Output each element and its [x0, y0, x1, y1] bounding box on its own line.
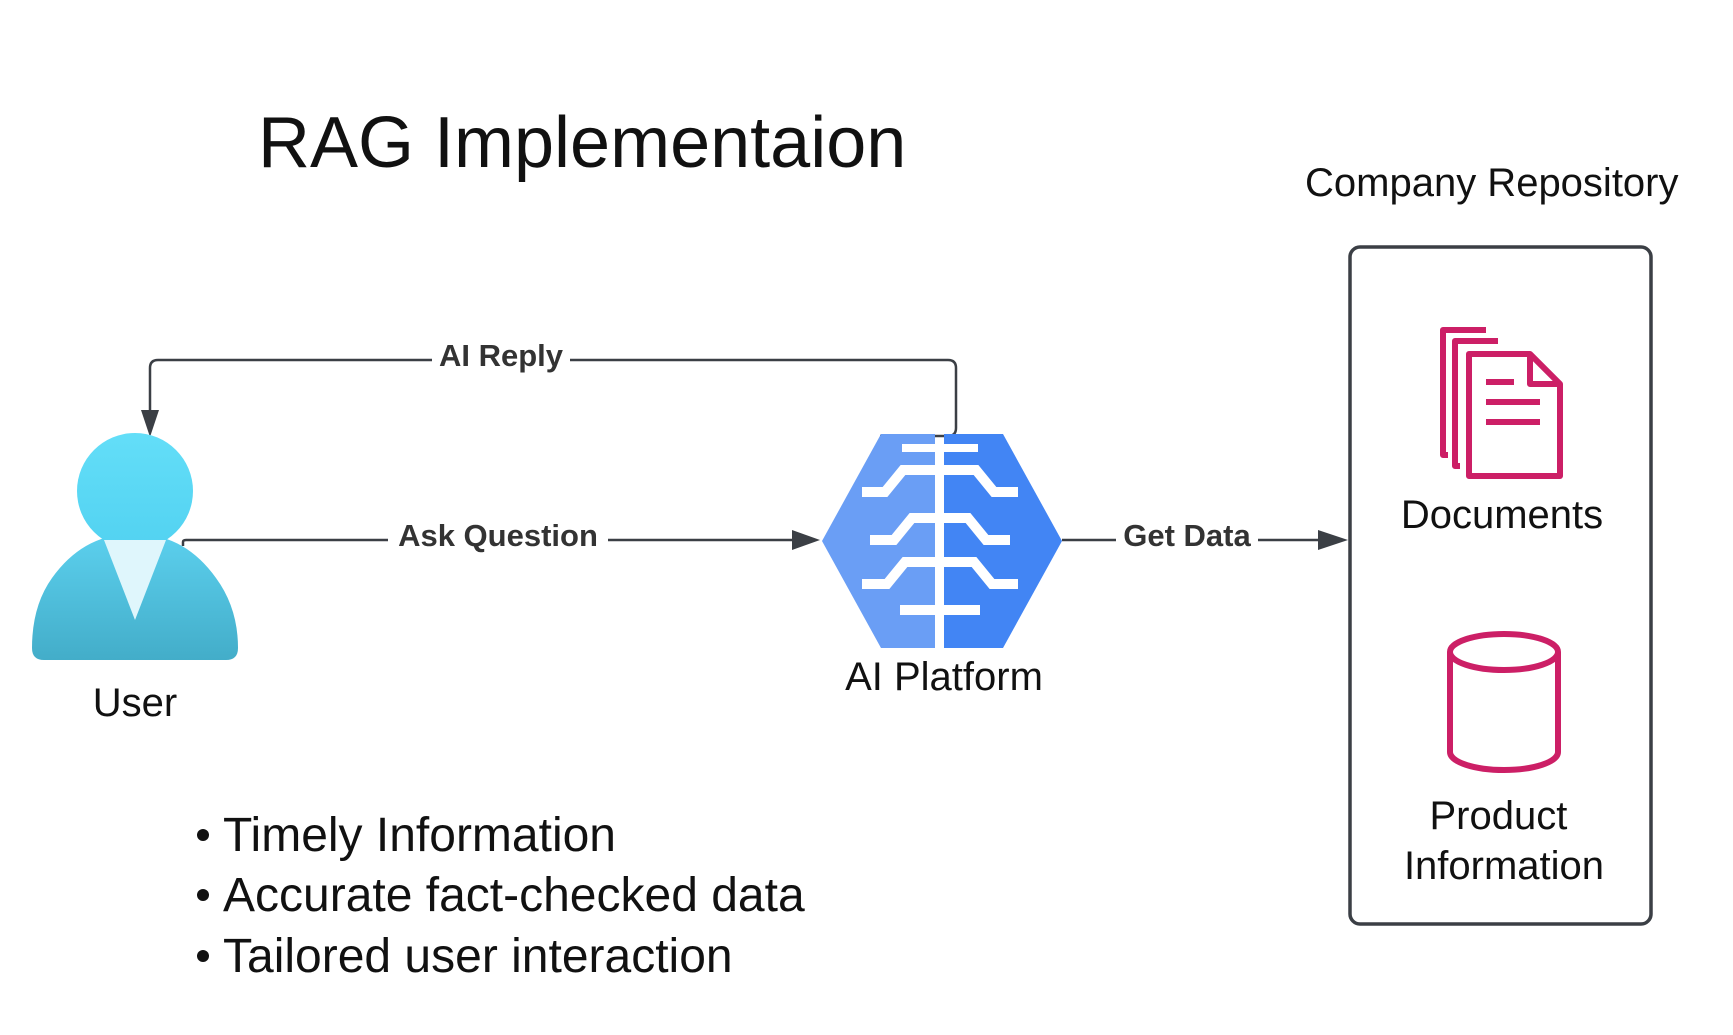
user-label: User: [93, 681, 177, 725]
ai-reply-connector: AI Reply: [141, 338, 958, 438]
repository-container[interactable]: [1348, 245, 1653, 926]
bullet-dot: [197, 889, 209, 901]
product-information-label-line2: Information: [1404, 844, 1604, 888]
product-information-item[interactable]: Product Information: [1404, 631, 1604, 888]
ai-reply-label: AI Reply: [439, 338, 564, 373]
ask-question-connector: Ask Question: [181, 518, 820, 558]
benefit-item: Accurate fact-checked data: [223, 869, 805, 922]
documents-label: Documents: [1401, 493, 1603, 537]
benefit-item: Timely Information: [223, 809, 616, 862]
benefit-item: Tailored user interaction: [223, 930, 733, 983]
product-information-label: Product Information: [1404, 794, 1604, 888]
ai-platform-node[interactable]: AI Platform: [822, 434, 1062, 699]
product-information-label-line1: Product: [1430, 794, 1568, 838]
database-cylinder-icon: [1447, 631, 1561, 773]
ai-brain-icon: [822, 434, 1062, 648]
get-data-label: Get Data: [1123, 518, 1251, 553]
documents-icon: [1440, 327, 1563, 479]
repository-title: Company Repository: [1305, 161, 1679, 205]
ask-question-arrowhead: [792, 530, 820, 550]
get-data-connector: Get Data: [1062, 518, 1348, 558]
get-data-arrowhead: [1318, 530, 1348, 550]
ask-question-label: Ask Question: [398, 518, 598, 553]
ai-platform-label: AI Platform: [845, 655, 1043, 699]
ai-reply-arrowhead: [141, 410, 159, 437]
user-person-icon: [32, 433, 238, 660]
benefits-list: Timely Information Accurate fact-checked…: [197, 809, 805, 983]
documents-item[interactable]: Documents: [1401, 327, 1603, 537]
user-node[interactable]: User: [32, 433, 238, 725]
bullet-dot: [197, 829, 209, 841]
page-title: RAG Implementaion: [258, 103, 906, 183]
bullet-dot: [197, 950, 209, 962]
